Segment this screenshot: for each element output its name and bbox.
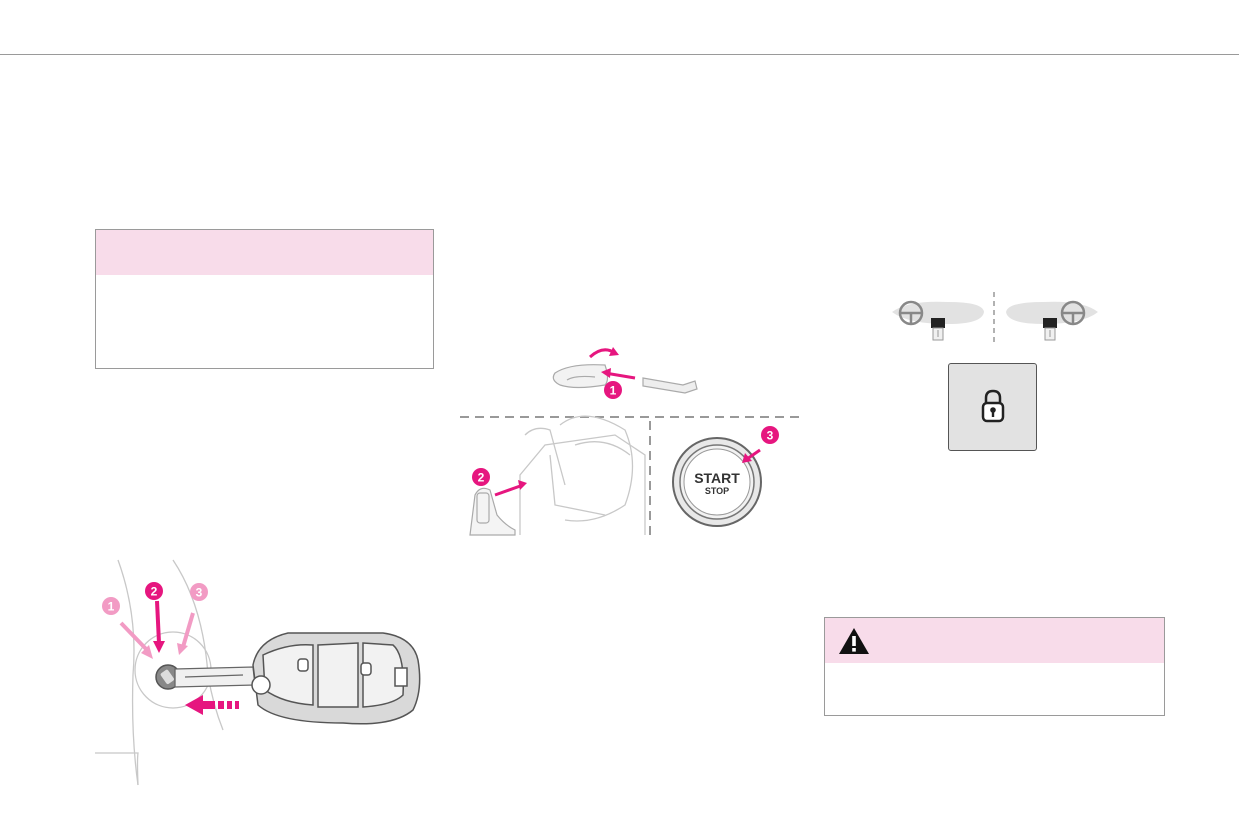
steering-wheel-icon <box>1060 300 1086 326</box>
steering-lock-panel <box>948 363 1037 451</box>
warning-triangle-icon <box>839 628 869 654</box>
warning-note-box <box>824 617 1165 716</box>
svg-text:1: 1 <box>610 384 617 398</box>
key-insertion-illustration: 1 2 3 <box>95 559 421 786</box>
dashboard-left-drive <box>892 300 984 341</box>
padlock-icon <box>981 389 1005 423</box>
svg-text:2: 2 <box>151 585 158 599</box>
svg-text:STOP: STOP <box>705 486 729 496</box>
info-note-header <box>96 230 433 275</box>
badge-step-3: 3 <box>761 426 779 444</box>
steering-wheel-icon <box>898 300 924 326</box>
svg-text:3: 3 <box>196 586 203 600</box>
badge-step-2: 2 <box>472 468 490 486</box>
door-handle-figure <box>552 364 609 389</box>
key-fob-figure <box>251 632 421 725</box>
svg-text:2: 2 <box>478 471 485 485</box>
steering-column-figure <box>519 415 646 535</box>
top-rule <box>0 54 1239 55</box>
badge-step-1: 1 <box>604 381 622 399</box>
warning-note-header <box>825 618 1164 663</box>
svg-text:1: 1 <box>108 600 115 614</box>
badge-key-step-1: 1 <box>102 597 120 615</box>
start-stop-button-figure: START STOP <box>672 437 762 527</box>
dashboard-right-drive <box>1006 300 1098 341</box>
svg-text:START: START <box>694 470 740 486</box>
steering-position-illustration <box>892 292 1098 342</box>
hand-with-key-figure <box>469 487 516 536</box>
key-blade-figure <box>642 377 698 394</box>
insert-direction-arrow <box>185 695 239 715</box>
info-note-box <box>95 229 434 369</box>
key-blade-figure <box>174 666 256 688</box>
svg-text:3: 3 <box>767 429 774 443</box>
badge-key-step-2: 2 <box>145 582 163 600</box>
start-stop-illustration: 1 2 START STOP 3 <box>460 347 800 536</box>
badge-key-step-3: 3 <box>190 583 208 601</box>
